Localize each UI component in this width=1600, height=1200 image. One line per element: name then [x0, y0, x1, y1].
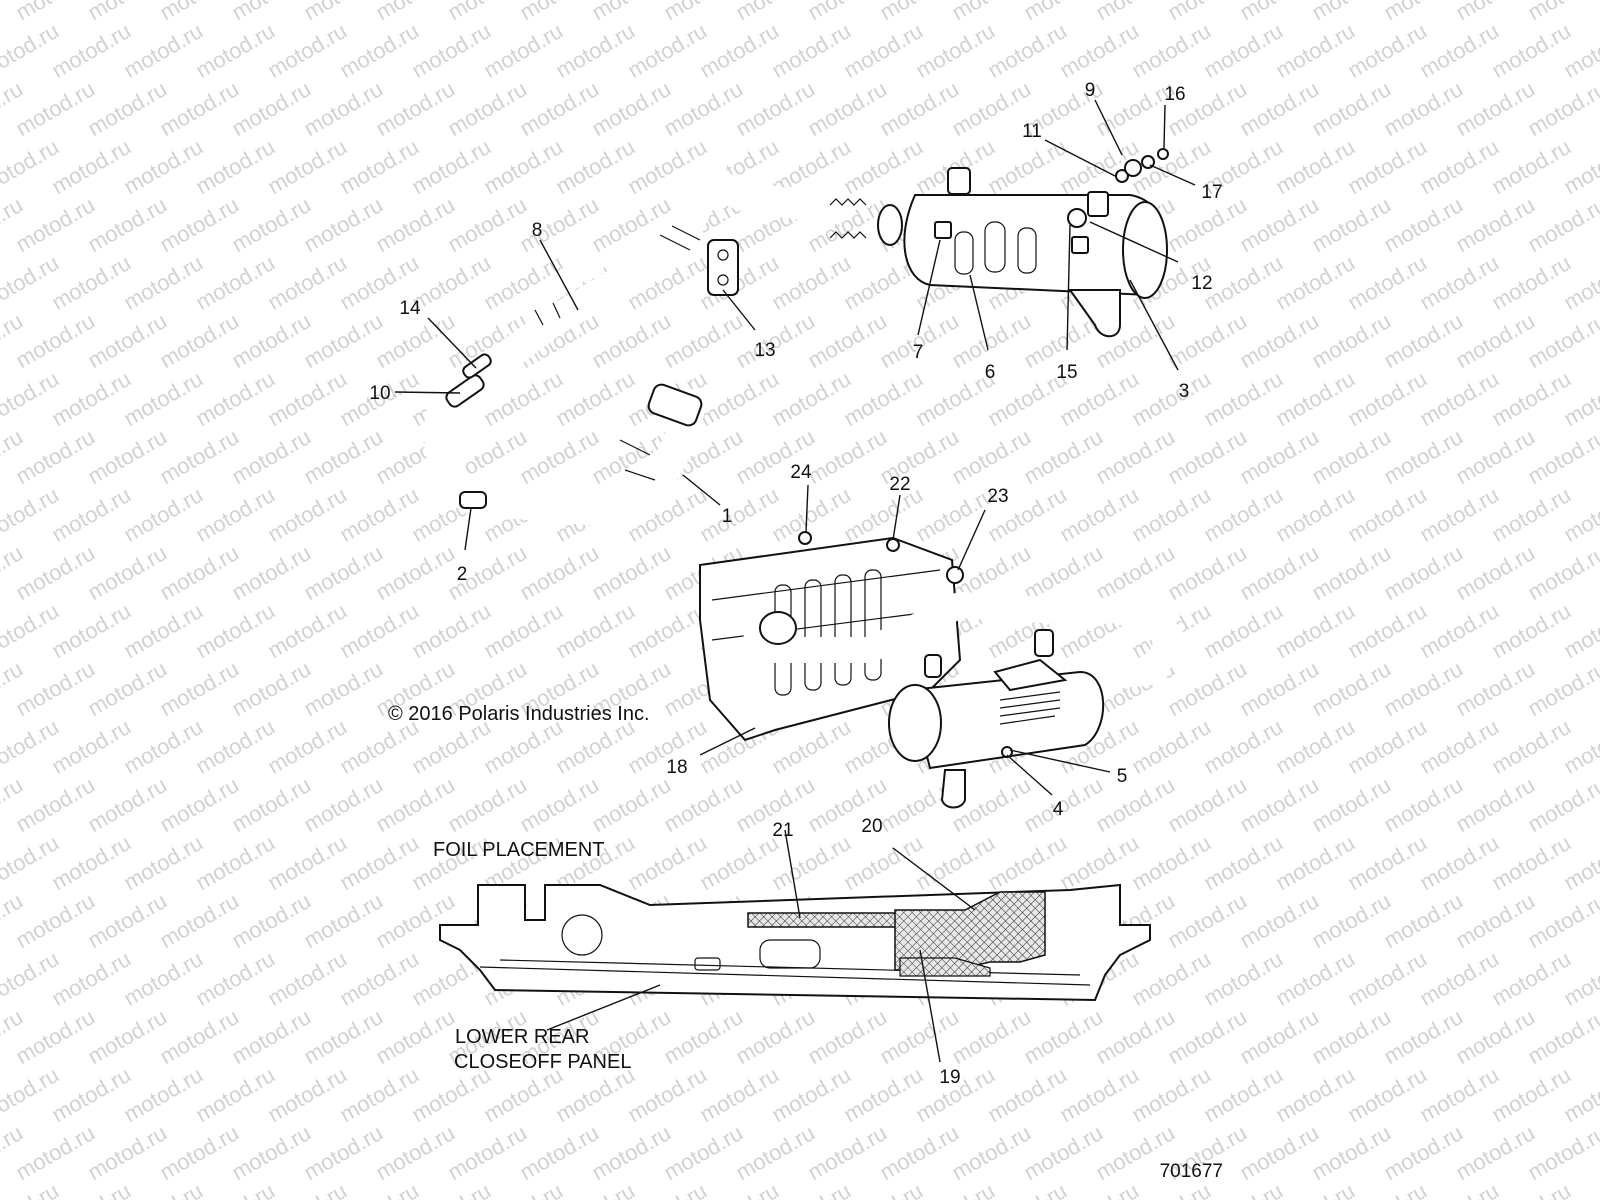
callout-11: 11: [1022, 121, 1042, 142]
header-flange: [647, 383, 703, 427]
spring-upper: [829, 198, 867, 206]
muffler-assembly-top: [903, 148, 1169, 338]
callout-12: 12: [1191, 273, 1212, 294]
foil-21: [747, 912, 899, 928]
callout-24: 24: [790, 462, 812, 483]
callout-20: 20: [861, 816, 882, 837]
installed-exhaust-assembly: [699, 531, 1183, 809]
clamp-2: [459, 491, 487, 509]
rear-mount-bracket: [1087, 191, 1109, 217]
leader-lines: [394, 99, 1196, 1063]
panel-caption-line1: LOWER REAR: [455, 1026, 589, 1048]
figure-number: 701677: [1160, 1161, 1223, 1182]
grommet-24: [798, 531, 812, 545]
grommet-12: [1067, 208, 1087, 228]
callout-18: 18: [666, 757, 687, 778]
callout-1: 1: [722, 506, 733, 527]
foil-placement-caption: FOIL PLACEMENT: [433, 839, 605, 861]
callout-labels: 1 2 3 4 5 6 7 8 9 10 11 12 13 14 15 16 1…: [369, 80, 1222, 1088]
closeoff-panel: [439, 883, 1151, 1002]
callout-10: 10: [369, 383, 390, 404]
spring-lower: [829, 231, 867, 239]
callout-19: 19: [939, 1067, 960, 1088]
inlet-gasket: [877, 204, 903, 246]
callout-14: 14: [399, 298, 421, 319]
callout-3: 3: [1179, 381, 1190, 402]
clamp-14: [462, 353, 492, 379]
mount-bracket-13: [707, 239, 739, 296]
fastener-22: [886, 538, 900, 552]
washer-9: [1124, 159, 1142, 177]
nut-16: [1157, 148, 1169, 160]
callout-23: 23: [987, 486, 1008, 507]
callout-5: 5: [1117, 766, 1128, 787]
clamp-middle: [1034, 629, 1054, 657]
callout-4: 4: [1053, 799, 1064, 820]
callout-16: 16: [1164, 84, 1185, 105]
muffler-outlet-end: [888, 684, 942, 762]
tailpipe-middle: [940, 769, 966, 809]
tailpipe: [1068, 289, 1121, 338]
muffler-end-cap: [1122, 201, 1168, 299]
callout-2: 2: [457, 564, 468, 585]
captions: © 2016 Polaris Industries Inc. FOIL PLAC…: [388, 703, 1223, 1182]
muffler-top-bracket: [947, 167, 971, 195]
panel-caption-line2: CLOSEOFF PANEL: [454, 1051, 631, 1073]
callout-6: 6: [985, 362, 996, 383]
shield-bolt-7: [934, 221, 952, 239]
drain-plug-4: [1001, 746, 1013, 758]
header-flange-middle: [759, 611, 797, 645]
bracket-23: [946, 566, 964, 584]
clamp-10: [445, 374, 485, 408]
shield-bolt-7b: [1071, 236, 1089, 254]
callout-15: 15: [1056, 362, 1077, 383]
header-pipe-assembly: [423, 165, 903, 526]
callout-22: 22: [889, 474, 910, 495]
callout-13: 13: [754, 340, 775, 361]
muffler-body-middle: [908, 670, 1105, 770]
callout-7: 7: [913, 342, 924, 363]
callout-8: 8: [532, 220, 543, 241]
muffler-top-bracket-middle: [993, 658, 1068, 692]
clamp-middle-2: [924, 654, 942, 678]
copyright-notice: © 2016 Polaris Industries Inc.: [388, 703, 650, 725]
callout-17: 17: [1201, 182, 1222, 203]
bolt-11: [1115, 169, 1129, 183]
callout-9: 9: [1085, 80, 1096, 101]
callout-21: 21: [772, 820, 793, 841]
